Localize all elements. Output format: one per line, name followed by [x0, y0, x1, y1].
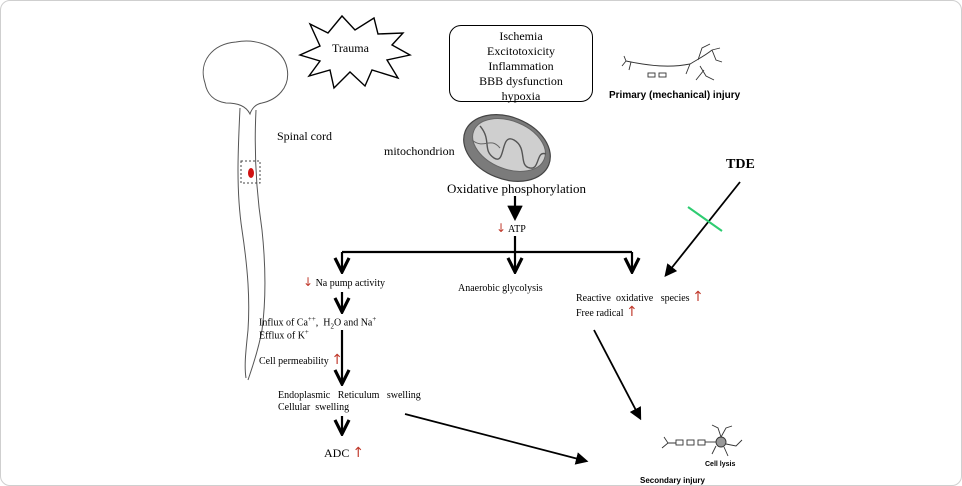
neuron-sketch-primary — [621, 43, 723, 81]
injury-marker — [248, 168, 254, 178]
arrow-tde-to-ros — [664, 181, 741, 277]
influx-sup-ca: ++ — [307, 315, 316, 323]
influx-prefix: Influx of Ca — [259, 317, 308, 329]
influx-mid: , H — [315, 317, 331, 329]
cause-hypoxia: hypoxia — [501, 89, 541, 103]
cell-permeability-text: Cell permeability — [259, 356, 329, 367]
brain-outline — [202, 40, 289, 116]
efflux-prefix: Efflux of K — [259, 330, 305, 342]
adc-label: ADC ↑ — [324, 445, 364, 461]
cord-right-edge — [247, 109, 266, 381]
mitochondrion-illustration — [463, 114, 551, 182]
brain-spinal-cord-sketch — [202, 40, 289, 381]
er-swelling-label: Endoplasmic Reticulum swelling — [278, 390, 421, 401]
injury-site-box — [240, 160, 261, 184]
causes-box: Ischemia Excitotoxicity Inflammation BBB… — [449, 25, 593, 103]
secondary-injury-label: Secondary injury — [640, 476, 705, 485]
arrow-ros-to-secondary — [593, 329, 642, 421]
trauma-label: Trauma — [332, 41, 369, 55]
cord-left-edge — [237, 107, 250, 379]
na-pump-text: Na pump activity — [315, 278, 385, 289]
spinal-cord-label: Spinal cord — [277, 129, 332, 143]
cause-bbb-dysfunction: BBB dysfunction — [479, 74, 563, 88]
atp-down-arrow: ↓ — [496, 221, 507, 235]
cause-ischemia: Ischemia — [499, 29, 543, 43]
primary-injury-label: Primary (mechanical) injury — [609, 90, 741, 101]
na-pump-label: ↓ Na pump activity — [303, 275, 385, 290]
cell-permeability-label: Cell permeability ↑ — [259, 352, 343, 368]
free-radical-label: Free radical ↑ — [576, 304, 638, 320]
influx-label: Influx of Ca++, H2O and Na+ — [259, 315, 376, 330]
influx-mid2: O and Na — [334, 317, 373, 329]
free-radical-text: Free radical — [576, 308, 624, 319]
efflux-sup-k: + — [304, 328, 309, 336]
atp-label: ↓ ATP — [496, 221, 526, 236]
influx-sub-2: 2 — [330, 322, 335, 331]
adc-up-arrow: ↑ — [352, 445, 365, 461]
cell-lysis-label: Cell lysis — [705, 461, 736, 468]
arrow-swelling-to-secondary — [404, 413, 589, 465]
oxidative-phosphorylation-label: Oxidative phosphorylation — [447, 181, 587, 196]
ros-label: Reactive oxidative species ↑ — [576, 289, 704, 305]
cell-permeability-up-arrow: ↑ — [331, 352, 343, 368]
neuron-sketch-secondary — [661, 424, 743, 457]
na-pump-down-arrow: ↓ — [303, 275, 314, 289]
anaerobic-label: Anaerobic glycolysis — [458, 283, 543, 294]
atp-text: ATP — [508, 224, 526, 235]
tde-label: TDE — [726, 157, 755, 172]
trauma-starburst — [298, 14, 412, 90]
efflux-label: Efflux of K+ — [259, 328, 309, 342]
mitochondrion-label: mitochondrion — [384, 144, 455, 158]
ros-up-arrow: ↑ — [692, 289, 704, 305]
inhibition-bar — [687, 206, 723, 232]
free-radical-up-arrow: ↑ — [625, 304, 638, 320]
cause-inflammation: Inflammation — [488, 59, 554, 73]
cause-excitotoxicity: Excitotoxicity — [487, 44, 555, 58]
influx-sup-na: + — [372, 315, 377, 323]
cellular-swelling-label: Cellular swelling — [278, 402, 350, 413]
ros-text: Reactive oxidative species — [576, 293, 690, 304]
adc-text: ADC — [324, 446, 350, 460]
